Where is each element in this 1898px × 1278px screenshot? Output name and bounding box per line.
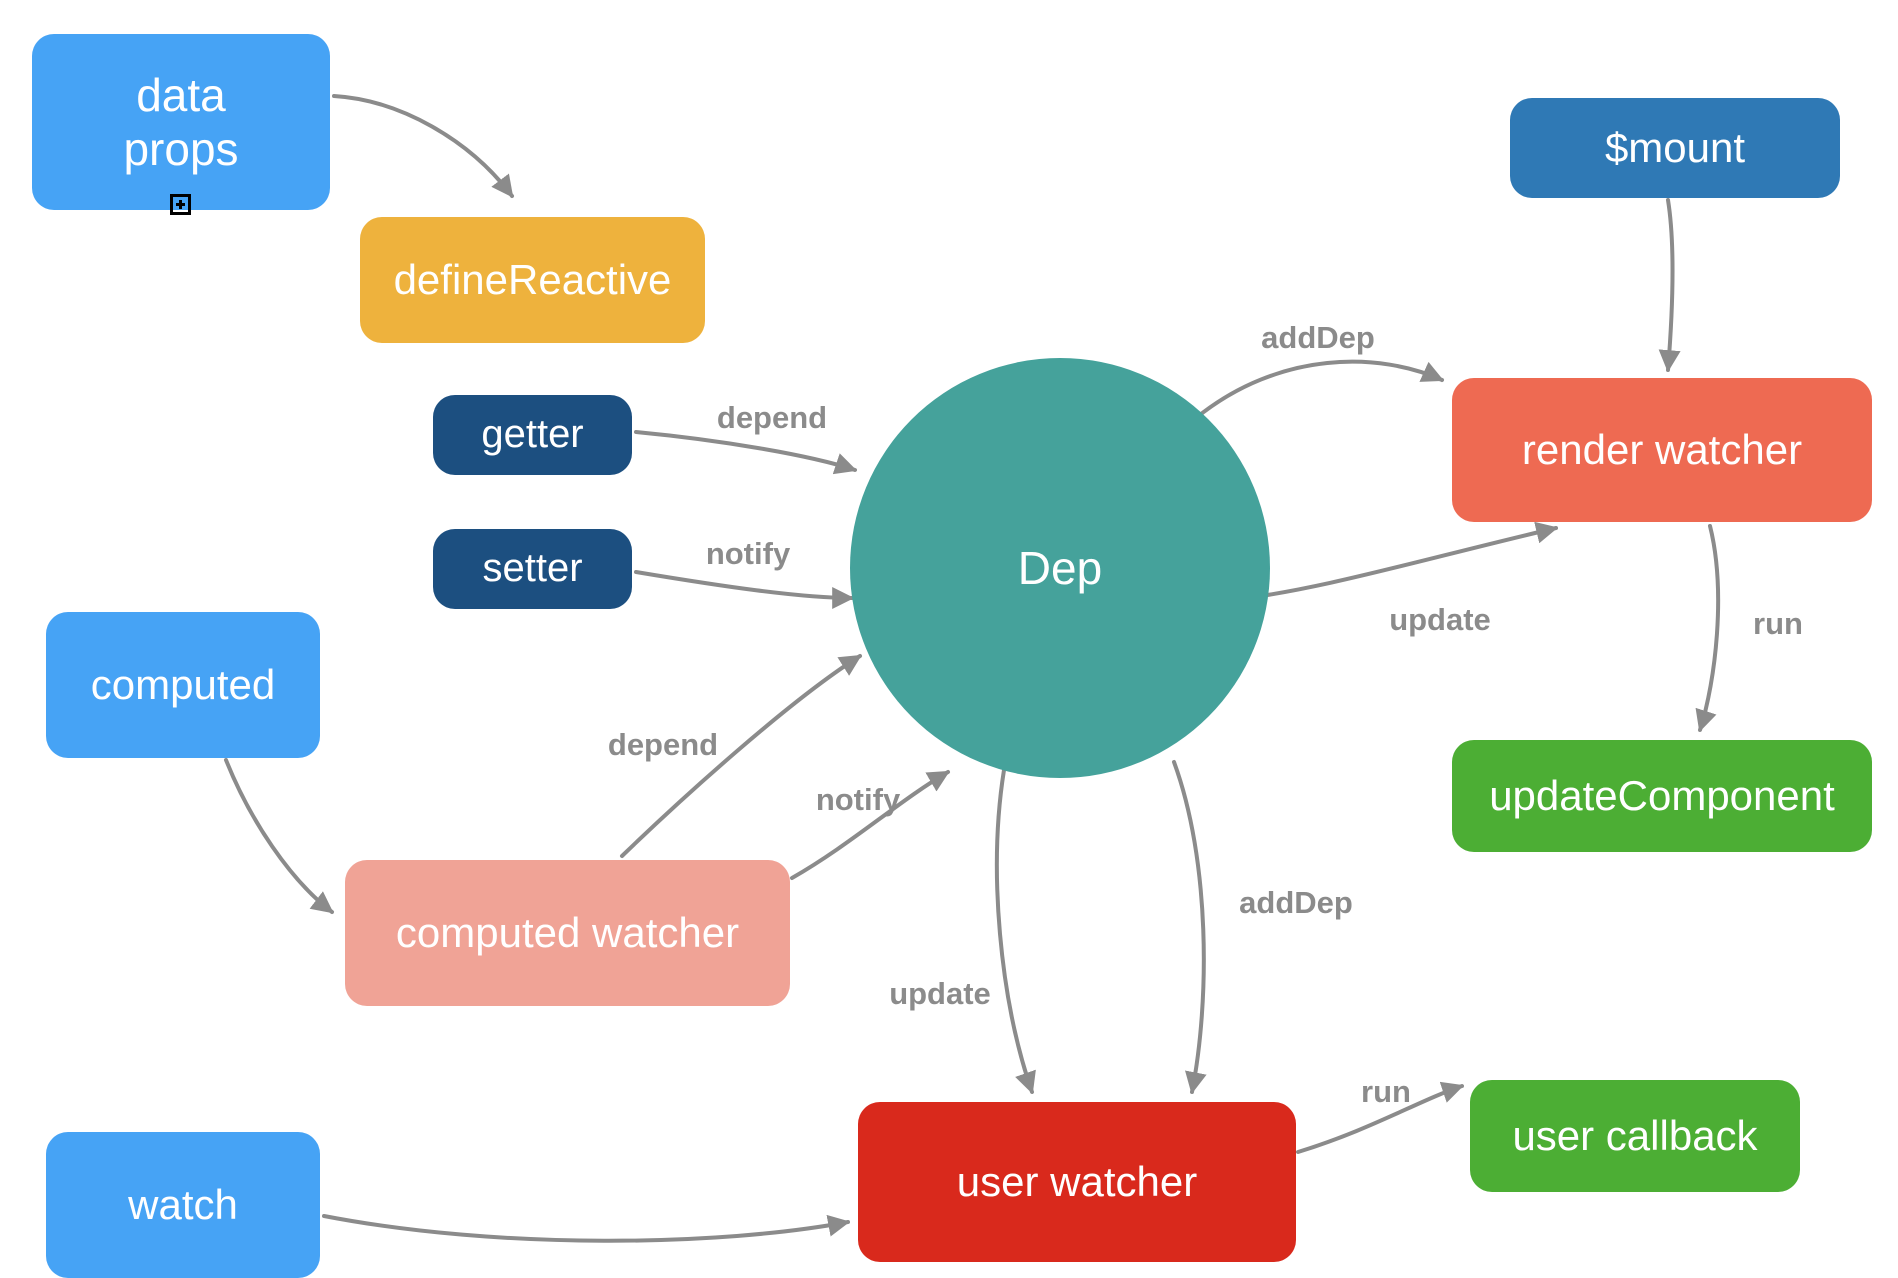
- node-label-computed-watcher: computed watcher: [395, 909, 740, 957]
- node-label-render-watcher: render watcher: [1521, 426, 1803, 474]
- edge-computed-to-computed-watcher: [224, 758, 334, 914]
- edge-label-dep-to-render-watcher-adddep: addDep: [1261, 320, 1375, 355]
- node-setter[interactable]: setter: [433, 529, 632, 609]
- node-define-reactive[interactable]: defineReactive: [360, 217, 705, 343]
- edge-dep-to-user-watcher-adddep: [1172, 760, 1207, 1095]
- node-mount[interactable]: $mount: [1510, 98, 1840, 198]
- edge-label-dep-to-user-watcher-update: update: [889, 976, 991, 1011]
- edge-label-computed-watcher-to-dep-notify: notify: [815, 782, 901, 817]
- edge-dep-to-render-watcher-adddep: [1194, 359, 1445, 420]
- edge-setter-to-dep: [634, 570, 855, 609]
- edge-render-watcher-to-update-comp: [1695, 524, 1721, 733]
- edge-label-render-watcher-to-update-comp: run: [1753, 606, 1803, 641]
- node-computed[interactable]: computed: [46, 612, 320, 758]
- edge-label-user-watcher-to-user-callback: run: [1361, 1074, 1411, 1109]
- node-getter[interactable]: getter: [433, 395, 632, 475]
- edge-label-getter-to-dep: depend: [716, 400, 828, 435]
- node-label-setter: setter: [482, 546, 583, 591]
- edge-dep-to-render-watcher-update: [1230, 521, 1559, 602]
- node-watch[interactable]: watch: [46, 1132, 320, 1278]
- node-update-component[interactable]: updateComponent: [1452, 740, 1872, 852]
- node-label-data-props: data props: [123, 68, 239, 175]
- edge-watch-to-user-watcher: [322, 1214, 851, 1243]
- edge-dep-to-user-watcher-update: [994, 768, 1036, 1095]
- edge-label-dep-to-user-watcher-adddep: addDep: [1239, 885, 1353, 920]
- node-label-define-reactive: defineReactive: [393, 256, 672, 304]
- node-label-user-watcher: user watcher: [956, 1158, 1198, 1206]
- node-label-user-callback: user callback: [1512, 1112, 1758, 1160]
- edge-mount-to-render-watcher: [1658, 198, 1681, 373]
- node-label-update-component: updateComponent: [1489, 772, 1835, 820]
- edge-getter-to-dep: [634, 430, 858, 475]
- edge-label-computed-watcher-to-dep-depend: depend: [607, 727, 719, 762]
- edge-data-props-to-define-reactive: [332, 94, 514, 198]
- edge-label-setter-to-dep: notify: [705, 536, 791, 571]
- node-user-callback[interactable]: user callback: [1470, 1080, 1800, 1192]
- node-label-mount: $mount: [1604, 124, 1746, 172]
- node-data-props[interactable]: data props: [32, 34, 330, 210]
- node-user-watcher[interactable]: user watcher: [858, 1102, 1296, 1262]
- crosshair-cursor-icon: [170, 194, 191, 215]
- node-label-computed: computed: [90, 661, 276, 709]
- node-label-dep: Dep: [1017, 541, 1103, 594]
- node-computed-watcher[interactable]: computed watcher: [345, 860, 790, 1006]
- node-label-watch: watch: [128, 1181, 238, 1229]
- edge-label-dep-to-render-watcher-update: update: [1389, 602, 1491, 637]
- node-label-getter: getter: [481, 412, 584, 457]
- node-render-watcher[interactable]: render watcher: [1452, 378, 1872, 522]
- node-dep[interactable]: Dep: [850, 358, 1270, 778]
